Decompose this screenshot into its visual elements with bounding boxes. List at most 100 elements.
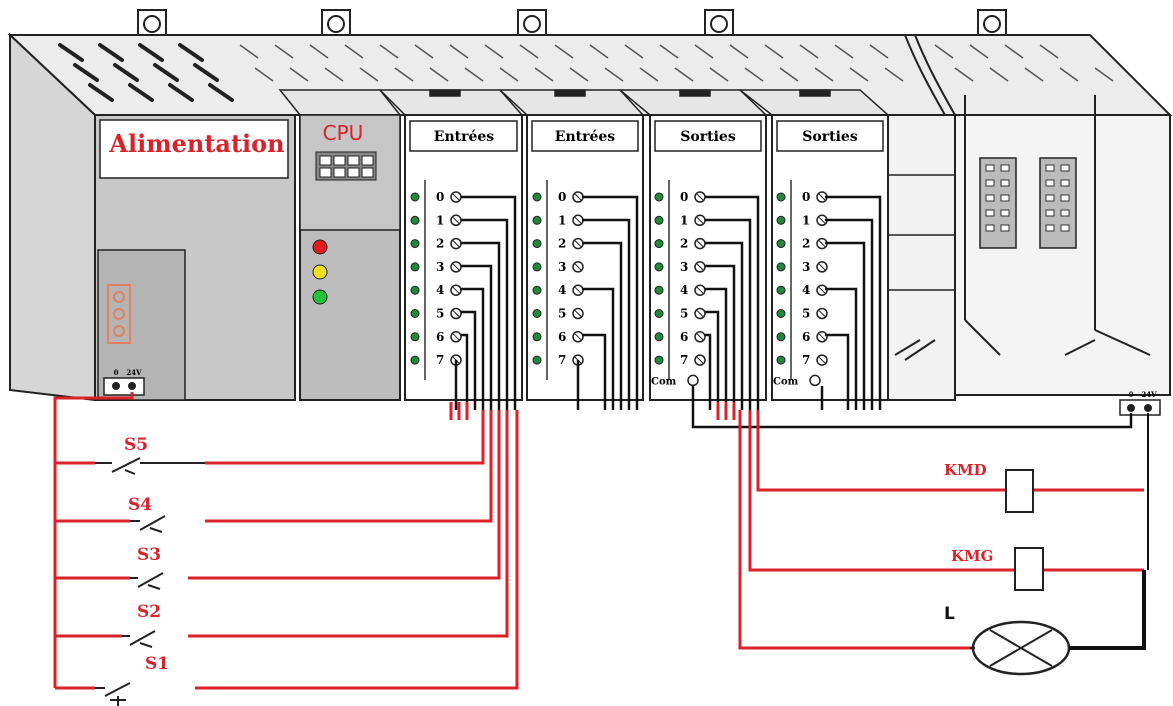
output-module-2-terminal-screw-6 xyxy=(818,333,826,341)
input-module-1-led-6 xyxy=(410,332,420,342)
output-terminal-0-label: 0 xyxy=(1129,390,1134,399)
input-module-2-led-5 xyxy=(532,309,542,318)
input-module-1-led-7 xyxy=(410,355,420,365)
output-module-2-led-0 xyxy=(776,192,786,202)
output-field-wiring xyxy=(716,402,1144,650)
output-module-1-terminal-screw-6 xyxy=(696,333,704,341)
input-module-2-terminal-screw-1 xyxy=(574,216,582,224)
output-module-1-led-7 xyxy=(654,355,664,365)
output-module-1-terminal-number-4: 4 xyxy=(680,283,688,297)
input-module-2-terminal-screw-6 xyxy=(574,333,582,341)
kmg-label: KMG xyxy=(951,547,993,565)
input-module-1-terminal-screw-1 xyxy=(452,216,460,224)
switch-s1 xyxy=(95,682,131,706)
output-module-1-com-label: Com xyxy=(651,376,677,387)
output-module-1-terminal-screw-3 xyxy=(696,263,704,271)
module-internal-wiring xyxy=(454,195,882,410)
input-module-2-led-6 xyxy=(532,332,542,342)
output-module-2-terminal-number-2: 2 xyxy=(802,237,810,251)
red-led xyxy=(312,239,328,255)
input-module-1-terminal-screw-3 xyxy=(452,263,460,271)
power-terminal-0-label: 0 xyxy=(114,368,119,377)
output-module-2-led-7 xyxy=(776,355,786,365)
output-module-1-com-terminal xyxy=(687,374,699,387)
output-module-2-terminal-number-6: 6 xyxy=(802,330,810,344)
cpu-display xyxy=(315,151,377,181)
input-module-1-led-0 xyxy=(410,192,420,202)
input-module-1-terminal-number-5: 5 xyxy=(436,307,444,321)
input-module-2-terminal-number-4: 4 xyxy=(558,283,566,297)
switch-s3 xyxy=(130,572,164,590)
kmd-label: KMD xyxy=(944,461,987,479)
output-module-1-led-4 xyxy=(654,285,664,295)
output-module-1-terminal-screw-4 xyxy=(696,286,704,294)
yellow-led xyxy=(312,264,328,280)
input-module-1-terminal-number-2: 2 xyxy=(436,237,444,251)
output-module-1-terminal-screw-0 xyxy=(696,193,704,201)
input-field-wiring xyxy=(53,392,519,690)
kmd-coil: KMD xyxy=(944,461,1034,513)
input-module-2-led-2 xyxy=(532,239,542,249)
output-module-1-terminal-number-6: 6 xyxy=(680,330,688,344)
input-module-2-terminal-number-6: 6 xyxy=(558,330,566,344)
output-module-2-terminal-screw-5 xyxy=(818,310,826,317)
rack-right-body xyxy=(884,95,1171,401)
output-supply-terminals: 0 24V xyxy=(1119,390,1161,416)
input-module-2-terminal-number-2: 2 xyxy=(558,237,566,251)
output-module-1-led-3 xyxy=(654,262,664,272)
io-module-tops xyxy=(378,89,890,116)
output-module-2-com-label: Com xyxy=(773,376,799,387)
output-module-1-terminal-number-3: 3 xyxy=(680,260,688,274)
output-module-2-terminal-number-4: 4 xyxy=(802,283,810,297)
input-module-2-title: Entrées xyxy=(555,129,616,145)
input-module-1-terminal-screw-4 xyxy=(452,286,460,294)
output-module-2-led-2 xyxy=(776,239,786,249)
output-module-2-terminal-screw-2 xyxy=(818,240,826,247)
output-module-1-led-2 xyxy=(654,239,664,249)
input-module-2-led-0 xyxy=(532,192,542,202)
lamp-label: L xyxy=(944,604,955,624)
output-module-1-terminal-number-7: 7 xyxy=(680,353,688,367)
input-module-1: Entrées xyxy=(404,114,523,401)
output-module-2-terminal-screw-0 xyxy=(818,193,826,201)
switch-s5 xyxy=(95,457,205,475)
mounting-hooks xyxy=(137,9,1007,39)
switch-s2-label: S2 xyxy=(137,602,161,622)
power-terminal-24v-label: 24V xyxy=(126,368,142,377)
input-module-1-led-5 xyxy=(410,309,420,318)
input-module-1-terminal-screw-2 xyxy=(452,240,460,247)
output-module-2-terminal-screw-7 xyxy=(818,356,826,364)
output-module-1-terminal-screw-7 xyxy=(696,356,704,364)
output-module-1-led-5 xyxy=(654,309,664,318)
input-module-2-led-1 xyxy=(532,215,542,225)
switch-s5-label: S5 xyxy=(124,435,148,455)
output-module-1: Sorties xyxy=(649,114,767,401)
input-module-2-terminal-number-5: 5 xyxy=(558,307,566,321)
power-supply-module: Alimentation 0 24V xyxy=(94,114,296,401)
input-module-1-terminal-number-7: 7 xyxy=(436,353,444,367)
output-module-2-title: Sorties xyxy=(802,129,858,145)
input-module-1-terminal-screw-0 xyxy=(452,193,460,201)
output-module-2-led-1 xyxy=(776,215,786,225)
output-module-1-terminal-number-0: 0 xyxy=(680,190,688,204)
power-fuse-block xyxy=(107,284,131,344)
input-module-2-terminal-screw-5 xyxy=(574,310,582,317)
switch-s2 xyxy=(122,630,156,648)
output-module-1-terminal-number-5: 5 xyxy=(680,307,688,321)
input-module-1-led-1 xyxy=(410,215,420,225)
output-terminal-24v-label: 24V xyxy=(1141,390,1157,399)
output-module-1-terminal-screw-1 xyxy=(696,216,704,224)
input-module-1-terminal-number-3: 3 xyxy=(436,260,444,274)
extension-connector-right xyxy=(1039,157,1077,249)
input-module-1-terminal-screw-6 xyxy=(452,333,460,341)
power-module-title: Alimentation xyxy=(108,129,284,158)
output-module-1-terminal-screw-2 xyxy=(696,240,704,247)
switch-s4 xyxy=(130,515,166,533)
output-module-2-led-3 xyxy=(776,262,786,272)
output-module-1-terminal-number-2: 2 xyxy=(680,237,688,251)
output-module-2-terminal-number-0: 0 xyxy=(802,190,810,204)
lamp: L xyxy=(944,604,1097,676)
cpu-module: CPU xyxy=(278,89,402,401)
input-module-2-led-3 xyxy=(532,262,542,272)
